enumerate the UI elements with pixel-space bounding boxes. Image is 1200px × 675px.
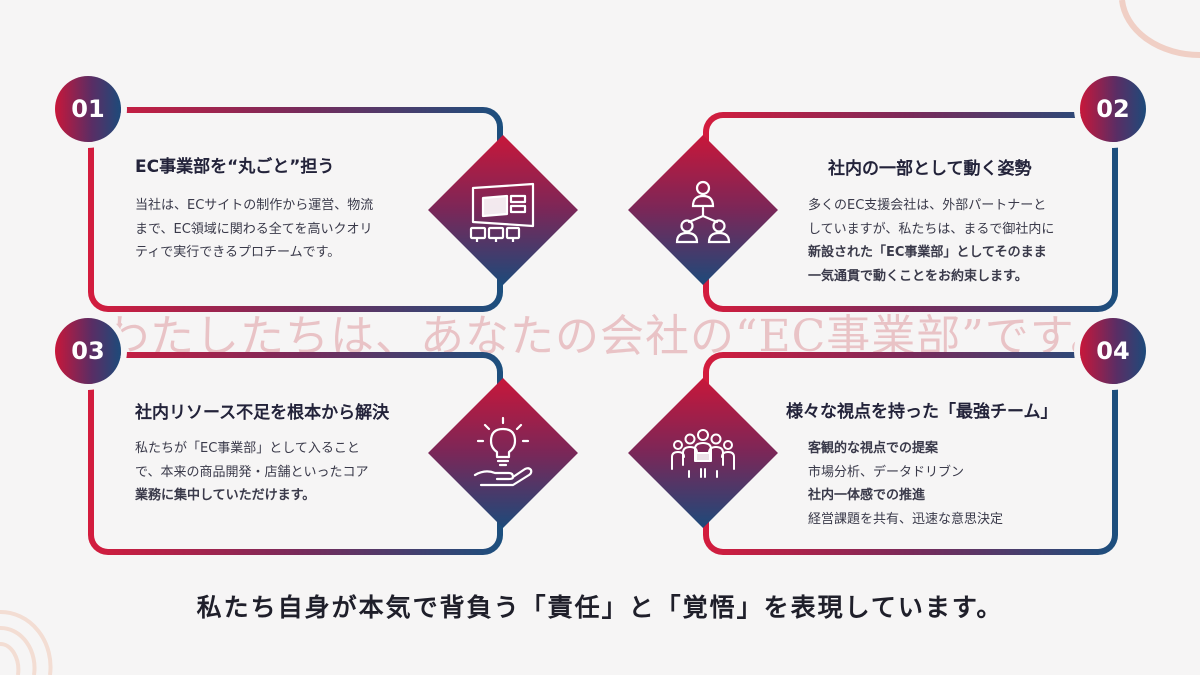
card-02-body: 多くのEC支援会社は、外部パートナーと していますが、私たちは、まるで御社内に … [808,198,1055,284]
card-02-title: 社内の一部として動く姿勢 [828,159,1032,179]
card-02 [703,112,1118,312]
card-04-number: 04 [1080,318,1146,384]
card-01-number: 01 [55,76,121,142]
card-04-body: 客観的な視点での提案 市場分析、データドリブン 社内一体感での推進 経営課題を共… [808,441,1004,527]
team-structure-icon [675,180,731,244]
footer-message: 私たち自身が本気で背負う「責任」と「覚悟」を表現しています。 [196,593,1004,622]
card-02-number: 02 [1080,76,1146,142]
group-people-icon [671,429,735,478]
background-watermark: わたしたちは、あなたの会社の“EC事業部”です。 [105,311,1095,362]
card-01-title: EC事業部を“丸ごと”担う [135,157,335,177]
card-03-number: 03 [55,318,121,384]
card-03-title: 社内リソース不足を根本から解決 [135,403,390,423]
card-03-body: 私たちが「EC事業部」として入ること で、本来の商品開発・店舗といったコア 業務… [135,441,369,503]
decorative-arcs-top-right [1119,0,1200,59]
lightbulb-hand-icon [473,416,533,487]
monitor-layout-icon [469,182,535,242]
card-04-title: 様々な視点を持った「最強チーム」 [786,402,1058,422]
card-01-body: 当社は、ECサイトの制作から運営、物流 まで、EC領域に関わる全てを高いクオリ … [135,198,374,260]
